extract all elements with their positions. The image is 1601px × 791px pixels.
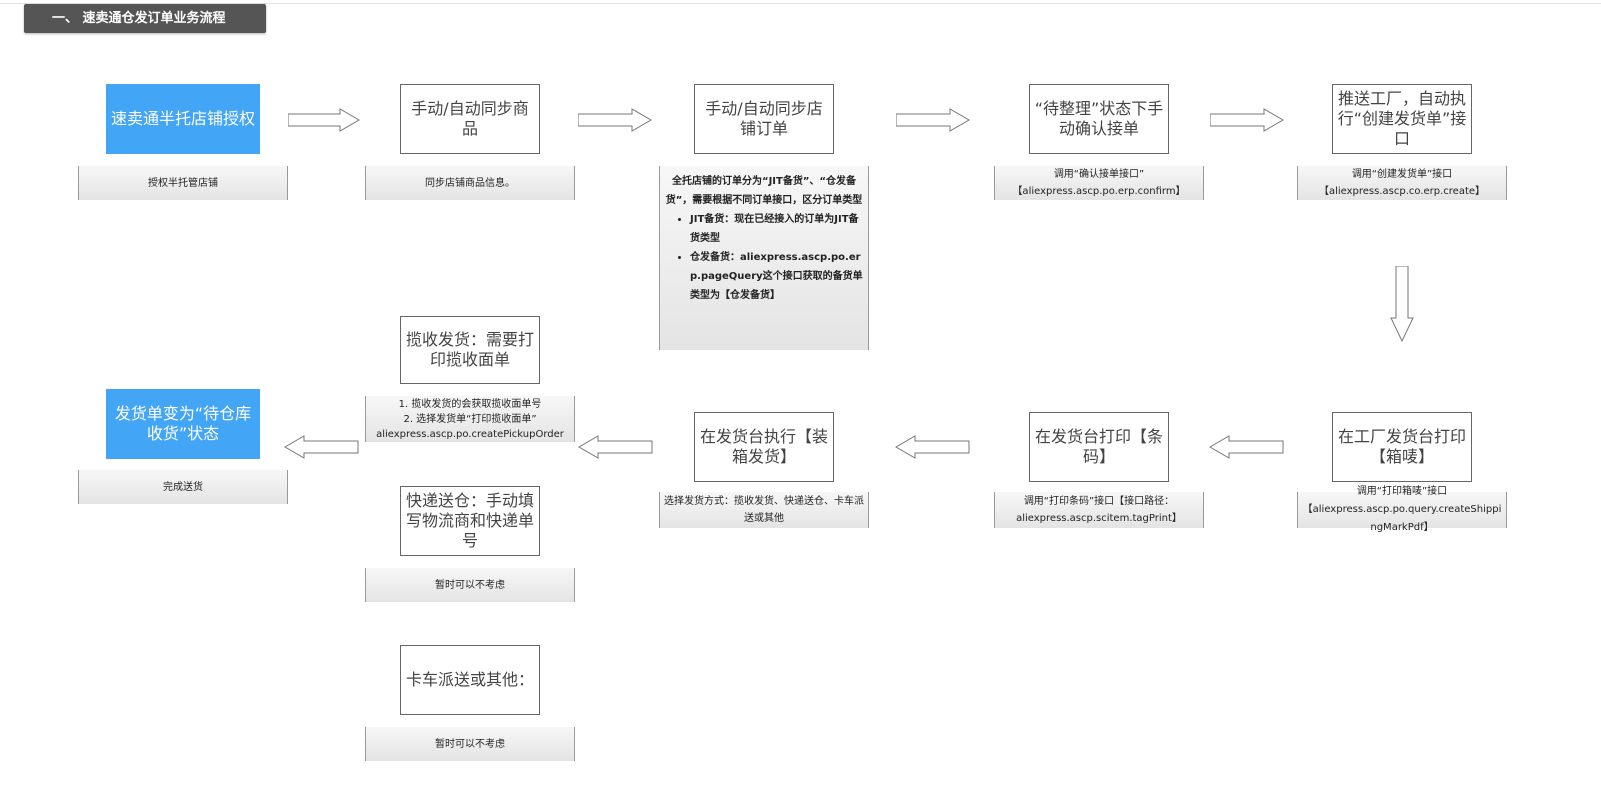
arrow-right-icon: [578, 108, 652, 132]
note-line: 【aliexpress.ascp.co.erp.create】: [1318, 186, 1486, 197]
note-line: 授权半托管店铺: [148, 177, 218, 189]
node-pickup-ship: 揽收发货：需要打印揽收面单: [400, 316, 540, 384]
note-line: 调用“打印条码”接口【接口路径：: [1023, 496, 1175, 507]
node-final-status: 发货单变为“待仓库收货”状态: [106, 389, 260, 459]
note-line: aliexpress.ascp.po.createPickupOrder: [376, 428, 564, 440]
arrow-right-icon: [288, 108, 360, 132]
node-pack-ship: 在发货台执行【装箱发货】: [694, 412, 834, 482]
note-line: 调用“打印箱唛”接口: [1356, 486, 1448, 497]
note-confirm-order: 调用“确认接单接口” 【aliexpress.ascp.po.erp.confi…: [994, 166, 1204, 200]
arrow-right-icon: [896, 108, 970, 132]
note-auth-shop: 授权半托管店铺: [78, 166, 288, 200]
note-pack-ship: 选择发货方式：揽收发货、快递送仓、卡车派送或其他: [659, 492, 869, 528]
note-express-warehouse: 暂时可以不考虑: [365, 568, 575, 602]
note-pickup-ship: 1. 揽收发货的会获取揽收面单号 2. 选择发货单“打印揽收面单” aliexp…: [365, 396, 575, 442]
note-line: 调用“创建发货单”接口: [1351, 169, 1453, 180]
node-push-factory: 推送工厂，自动执行“创建发货单”接口: [1332, 84, 1472, 154]
note-list: JIT备货：现在已经接入的订单为JIT备货类型 仓发备货：aliexpress.…: [664, 210, 864, 305]
note-line: 同步店铺商品信息。: [425, 177, 515, 189]
note-line: 暂时可以不考虑: [435, 579, 505, 591]
arrow-right-icon: [1210, 108, 1284, 132]
node-truck-other: 卡车派送或其他：: [400, 645, 540, 715]
note-line: 1. 揽收发货的会获取揽收面单号: [398, 398, 542, 410]
note-sync-goods: 同步店铺商品信息。: [365, 166, 575, 200]
note-sync-orders: 全托店铺的订单分为“JIT备货”、“仓发备货”，需要根据不同订单接口，区分订单类…: [659, 166, 869, 350]
node-express-warehouse: 快递送仓：手动填写物流商和快递单号: [400, 486, 540, 556]
arrow-left-icon: [284, 435, 359, 459]
section-title: 一、 速卖通仓发订单业务流程: [24, 4, 266, 33]
note-intro: 全托店铺的订单分为“JIT备货”、“仓发备货”，需要根据不同订单接口，区分订单类…: [665, 176, 863, 206]
note-line: aliexpress.ascp.scitem.tagPrint】: [1016, 513, 1182, 524]
note-line: 选择发货方式：揽收发货、快递送仓、卡车派送或其他: [664, 496, 864, 524]
arrow-left-icon: [1209, 435, 1284, 459]
note-line: 【aliexpress.ascp.po.erp.confirm】: [1012, 186, 1186, 197]
arrow-left-icon: [895, 435, 970, 459]
node-sync-goods: 手动/自动同步商品: [400, 84, 540, 154]
note-push-factory: 调用“创建发货单”接口 【aliexpress.ascp.co.erp.crea…: [1297, 166, 1507, 200]
node-confirm-order: “待整理”状态下手动确认接单: [1029, 84, 1169, 154]
list-item: JIT备货：现在已经接入的订单为JIT备货类型: [690, 210, 864, 248]
arrow-left-icon: [578, 435, 653, 459]
note-print-barcode: 调用“打印条码”接口【接口路径： aliexpress.ascp.scitem.…: [994, 492, 1204, 528]
node-sync-orders: 手动/自动同步店铺订单: [694, 84, 834, 154]
arrow-down-icon: [1390, 266, 1414, 342]
node-auth-shop: 速卖通半托店铺授权: [106, 84, 260, 154]
note-line: 暂时可以不考虑: [435, 738, 505, 750]
note-print-shipping-mark: 调用“打印箱唛”接口 【aliexpress.ascp.po.query.cre…: [1297, 486, 1507, 533]
note-line: 调用“确认接单接口”: [1053, 169, 1145, 180]
top-divider: [0, 3, 1601, 4]
note-line: 2. 选择发货单“打印揽收面单”: [403, 413, 537, 425]
list-item: 仓发备货：aliexpress.ascp.po.erp.pageQuery这个接…: [690, 248, 864, 305]
note-truck-other: 暂时可以不考虑: [365, 727, 575, 761]
node-print-barcode: 在发货台打印【条码】: [1029, 412, 1169, 482]
note-line: 完成送货: [163, 481, 203, 493]
node-print-shipping-mark: 在工厂发货台打印【箱唛】: [1332, 412, 1472, 482]
note-line: 【aliexpress.ascp.po.query.createShipping…: [1302, 504, 1502, 533]
note-final-status: 完成送货: [78, 470, 288, 504]
